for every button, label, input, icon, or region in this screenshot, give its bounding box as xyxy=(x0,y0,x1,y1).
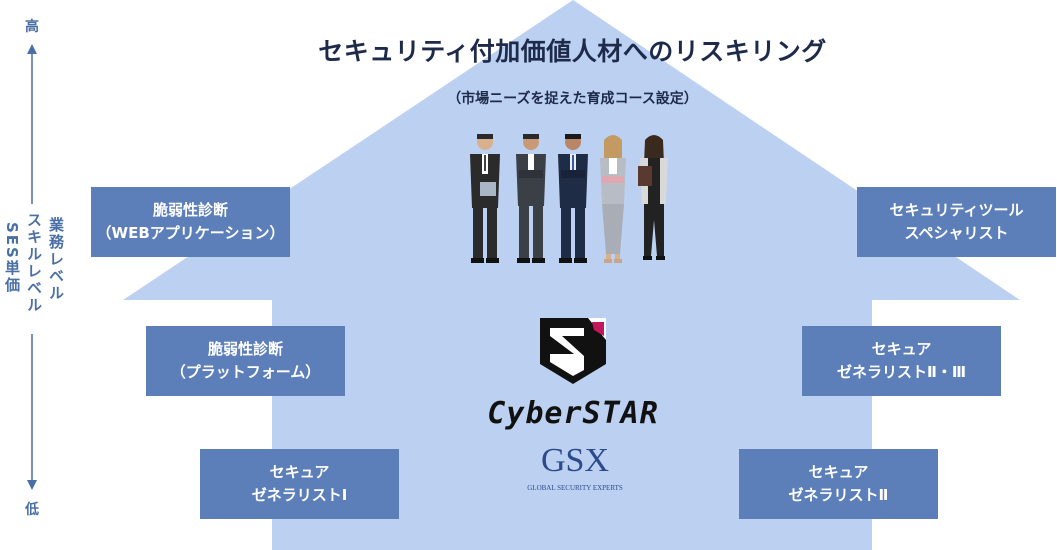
scale-axis-arrow xyxy=(27,44,37,490)
axis-label-ses-price: SES単価 xyxy=(3,222,21,294)
course-box-line2: ゼネラリストⅡ・Ⅲ xyxy=(836,363,967,381)
course-box-line2: ゼネラリストⅠ xyxy=(251,486,348,504)
course-box-generalist-2: セキュア ゼネラリストⅡ xyxy=(739,449,938,519)
person-figure xyxy=(638,135,668,260)
person-figure xyxy=(470,134,500,263)
business-people-illustration xyxy=(470,134,668,263)
course-box-line1: 脆弱性診断 xyxy=(152,201,228,219)
course-box-line1: セキュリティツール xyxy=(889,201,1024,219)
course-box-web-vuln: 脆弱性診断 （WEBアプリケーション） xyxy=(91,187,290,257)
course-box-line1: 脆弱性診断 xyxy=(207,340,283,358)
cyberstar-logo-text: CyberSTAR xyxy=(487,396,659,431)
course-box-line2: ゼネラリストⅡ xyxy=(788,486,889,504)
person-figure xyxy=(600,135,626,263)
gsx-logo-text: GSX xyxy=(540,442,610,479)
axis-label-work-level: 業務レベル xyxy=(47,217,65,302)
course-box-line2: （プラットフォーム） xyxy=(170,363,321,381)
cyberstar-shield-icon xyxy=(540,318,606,384)
scale-high-label: 高 xyxy=(25,19,39,35)
scale-low-label: 低 xyxy=(25,502,39,518)
axis-label-skill-level: スキルレベル xyxy=(25,212,43,314)
course-box-tool-specialist: セキュリティツール スペシャリスト xyxy=(857,187,1056,257)
course-box-line1: セキュア xyxy=(269,463,330,481)
course-box-line1: セキュア xyxy=(871,340,932,358)
gsx-logo-subtext: GLOBAL SECURITY EXPERTS xyxy=(527,484,623,492)
course-box-line1: セキュア xyxy=(808,463,869,481)
course-box-line2: スペシャリスト xyxy=(904,224,1009,242)
person-figure xyxy=(516,134,546,263)
page-title: セキュリティ付加価値人材へのリスキリング xyxy=(318,37,827,66)
course-box-generalist-1: セキュア ゼネラリストⅠ xyxy=(200,449,399,519)
person-figure xyxy=(558,134,588,263)
page-subtitle: （市場ニーズを捉えた育成コース設定） xyxy=(447,91,698,107)
course-box-line2: （WEBアプリケーション） xyxy=(96,224,285,242)
course-box-generalist-2-3: セキュア ゼネラリストⅡ・Ⅲ xyxy=(802,326,1001,396)
course-box-platform-vuln: 脆弱性診断 （プラットフォーム） xyxy=(146,326,345,396)
